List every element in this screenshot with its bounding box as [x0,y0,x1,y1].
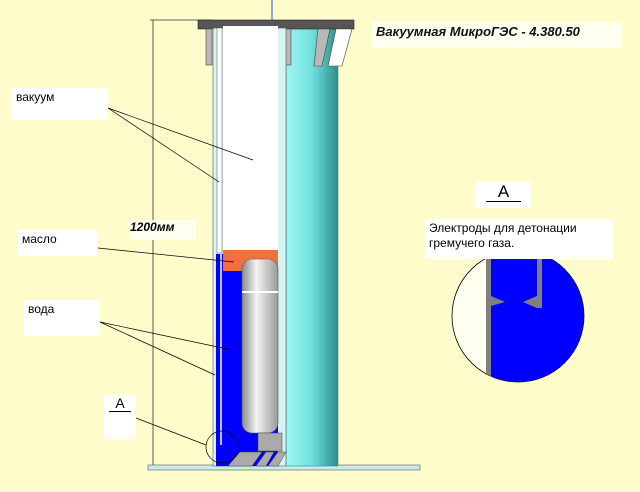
turbine [227,432,287,467]
float-cylinder [241,258,279,434]
detail-a-view [451,249,585,383]
detail-note: Электроды для детонации гремучего газа. [425,219,613,259]
label-water: вода [24,300,100,336]
vacuum-pipe [216,27,223,254]
outer-column [285,27,339,467]
electrode-right [537,250,542,308]
label-height: 1200мм [130,220,196,240]
detail-a-circle [205,430,239,464]
label-oil: масло [18,230,98,256]
cylinder-highlight [242,291,278,293]
diagram-title: Вакуумная МикроГЭС - 4.380.50 [372,22,622,48]
detail-marker-text: A [485,182,522,202]
label-section-a: A [104,395,136,439]
electrode-left [486,250,491,382]
vacuum-region [223,26,278,251]
leader-lines [97,107,254,446]
section-a-text: A [109,395,131,412]
height-dimension-line [150,19,212,466]
detail-marker: A [476,182,531,208]
label-vacuum: вакуум [12,88,108,120]
flange-ribs [205,28,353,67]
